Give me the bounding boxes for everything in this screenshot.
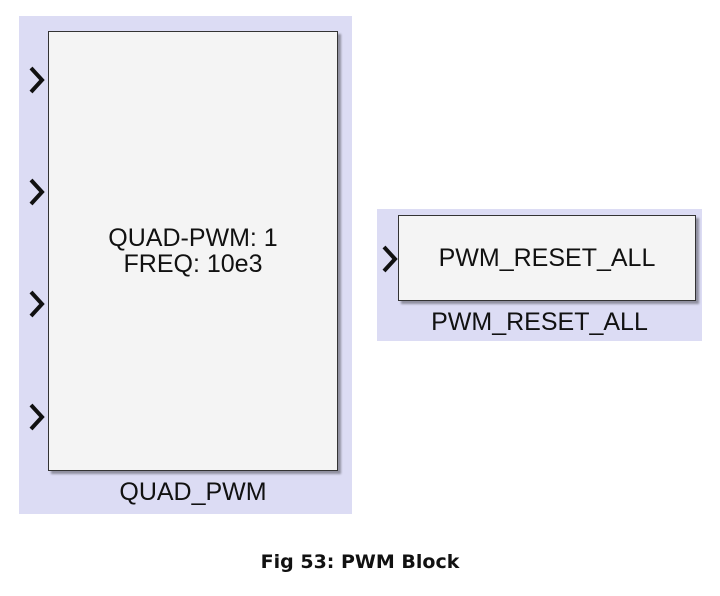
- quad-pwm-input-port-1[interactable]: [28, 66, 46, 94]
- quad-pwm-input-port-4[interactable]: [28, 403, 46, 431]
- quad-pwm-params-line1: QUAD-PWM: 1: [108, 224, 278, 252]
- quad-pwm-block[interactable]: QUAD-PWM: 1 FREQ: 10e3: [48, 31, 338, 471]
- pwm-reset-block-name: PWM_RESET_ALL: [431, 308, 648, 336]
- pwm-reset-input-port[interactable]: [381, 245, 399, 273]
- quad-pwm-block-name: QUAD_PWM: [119, 478, 267, 506]
- figure-caption: Fig 53: PWM Block: [260, 551, 460, 573]
- quad-pwm-input-port-3[interactable]: [28, 290, 46, 318]
- quad-pwm-params-line2: FREQ: 10e3: [123, 250, 263, 278]
- quad-pwm-input-port-2[interactable]: [28, 178, 46, 206]
- pwm-reset-block[interactable]: PWM_RESET_ALL: [398, 215, 696, 301]
- pwm-reset-block-label: PWM_RESET_ALL: [438, 244, 656, 272]
